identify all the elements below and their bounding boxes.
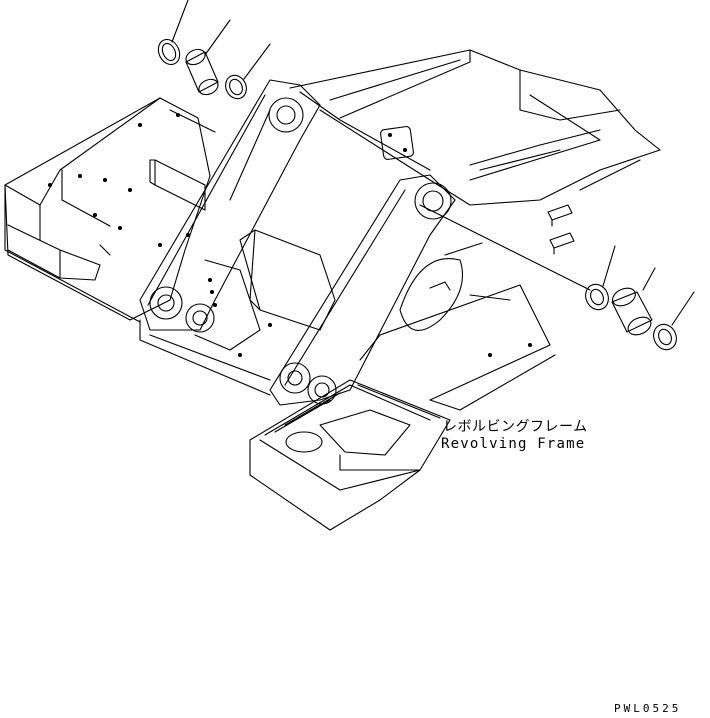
bushing-icon: [611, 287, 653, 336]
left-frame-section: [4, 97, 216, 323]
part-label-english: Revolving Frame: [441, 436, 586, 452]
part-label-japanese: レボルビングフレーム: [443, 419, 588, 435]
seal-ring-icon: [157, 38, 181, 66]
deck-section: [249, 284, 556, 531]
drawing-code: PWL0525: [614, 702, 682, 715]
boom-mount-frame: [139, 49, 661, 406]
pad-blocks: [547, 204, 575, 255]
seal-ring-icon: [585, 283, 609, 311]
seal-ring-icon: [225, 74, 247, 100]
upper-left-parts: [157, 0, 271, 100]
bushing-icon: [185, 48, 219, 96]
right-parts: [585, 245, 695, 351]
seal-ring-icon: [653, 323, 677, 351]
leader-lines: [357, 204, 591, 419]
